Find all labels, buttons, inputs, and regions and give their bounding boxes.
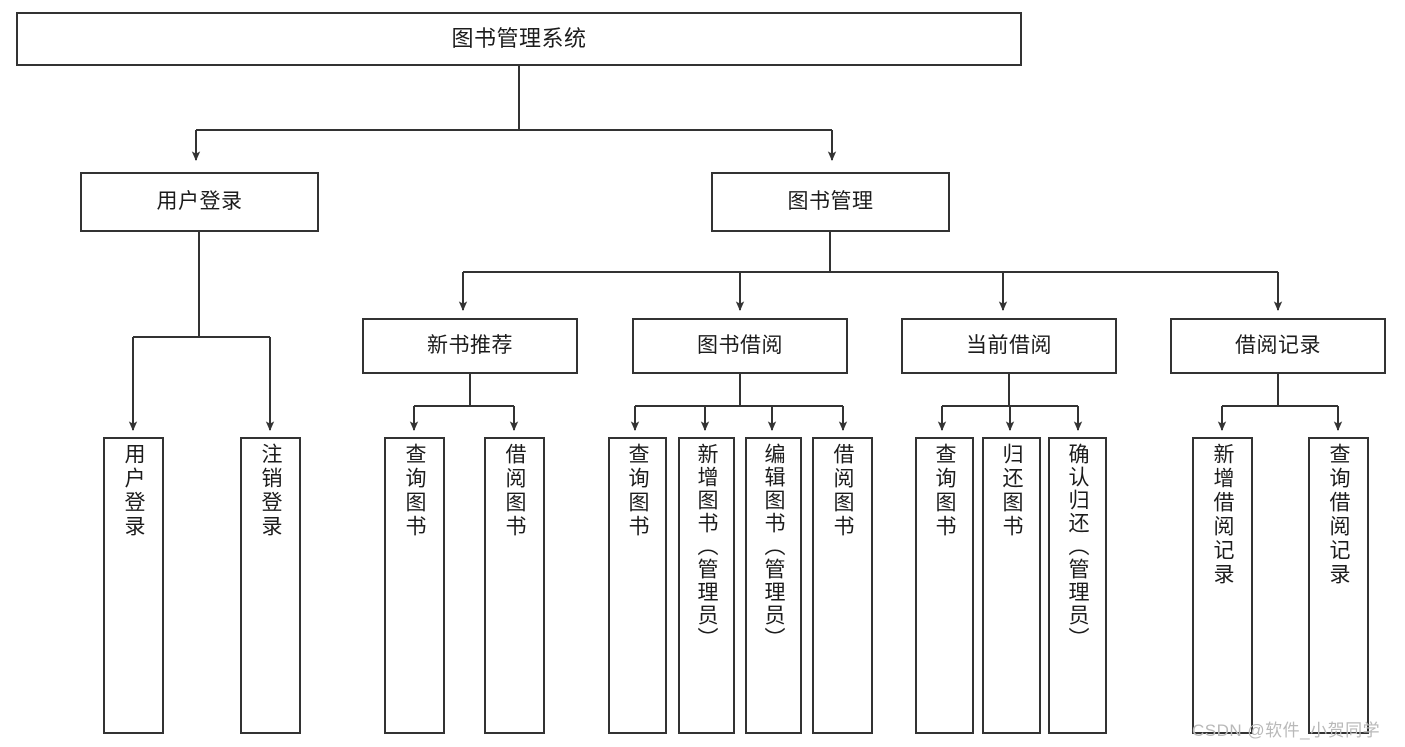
leaf-user-logout[interactable]: 注销登录 (240, 437, 301, 734)
node-label: 新增借阅记录 (1211, 443, 1234, 587)
node-label: 借阅记录 (1235, 333, 1321, 357)
node-label: 归还图书 (1000, 443, 1023, 539)
node-label: 编辑图书（管理员） (762, 443, 785, 650)
node-current-borrow[interactable]: 当前借阅 (901, 318, 1117, 374)
node-label: 确认归还（管理员） (1066, 443, 1089, 650)
node-label: 图书管理 (787, 189, 874, 213)
node-label: 查询图书 (933, 443, 956, 539)
node-label: 注销登录 (259, 443, 282, 539)
leaf-query-book[interactable]: 查询图书 (608, 437, 667, 734)
node-new-book-recommend[interactable]: 新书推荐 (362, 318, 578, 374)
leaf-confirm-return-admin[interactable]: 确认归还（管理员） (1048, 437, 1107, 734)
leaf-return-book[interactable]: 归还图书 (982, 437, 1041, 734)
leaf-borrow-book-recommend[interactable]: 借阅图书 (484, 437, 545, 734)
node-label: 新增图书（管理员） (695, 443, 718, 650)
node-book-borrow[interactable]: 图书借阅 (632, 318, 848, 374)
node-book-management[interactable]: 图书管理 (711, 172, 950, 232)
node-label: 图书借阅 (697, 333, 783, 357)
node-root[interactable]: 图书管理系统 (16, 12, 1022, 66)
node-label: 新书推荐 (427, 333, 513, 357)
leaf-edit-book-admin[interactable]: 编辑图书（管理员） (745, 437, 802, 734)
node-label: 当前借阅 (966, 333, 1052, 357)
leaf-add-book-admin[interactable]: 新增图书（管理员） (678, 437, 735, 734)
node-label: 用户登录 (156, 189, 243, 213)
node-user-login[interactable]: 用户登录 (80, 172, 319, 232)
node-label: 图书管理系统 (451, 26, 587, 52)
node-label: 用户登录 (122, 443, 145, 539)
csdn-watermark: CSDN @软件_小贺同学 (1192, 721, 1381, 740)
leaf-borrow-book[interactable]: 借阅图书 (812, 437, 873, 734)
node-label: 查询图书 (626, 443, 649, 539)
leaf-query-book-current[interactable]: 查询图书 (915, 437, 974, 734)
node-borrow-record[interactable]: 借阅记录 (1170, 318, 1386, 374)
node-label: 查询图书 (403, 443, 426, 539)
node-label: 查询借阅记录 (1327, 443, 1350, 587)
leaf-query-borrow-record[interactable]: 查询借阅记录 (1308, 437, 1369, 734)
node-label: 借阅图书 (831, 443, 854, 539)
leaf-add-borrow-record[interactable]: 新增借阅记录 (1192, 437, 1253, 734)
leaf-query-book-recommend[interactable]: 查询图书 (384, 437, 445, 734)
leaf-user-login[interactable]: 用户登录 (103, 437, 164, 734)
node-label: 借阅图书 (503, 443, 526, 539)
